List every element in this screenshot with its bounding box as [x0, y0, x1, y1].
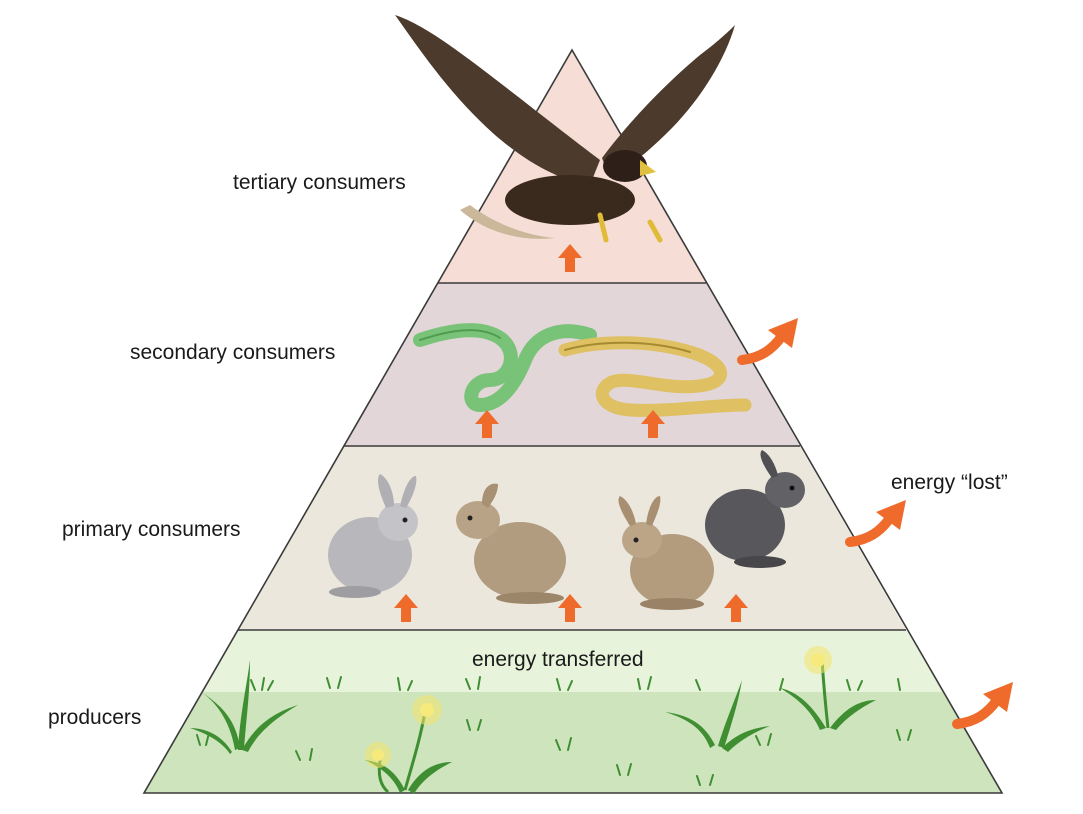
tier-producers-top-band: [202, 630, 942, 692]
rabbit-icon: [618, 496, 714, 610]
up-arrow-icon: [394, 594, 418, 622]
pyramid-outline: [142, 48, 1004, 794]
snake-icon: [413, 323, 597, 413]
label-tertiary-consumers: tertiary consumers: [233, 171, 406, 194]
snake-icon: [558, 336, 752, 417]
label-energy-transferred: energy transferred: [472, 648, 644, 671]
label-energy-lost: energy “lost”: [891, 471, 1008, 494]
grass-field: [196, 676, 912, 786]
up-arrow-icon: [641, 410, 665, 438]
up-arrow-icon: [724, 594, 748, 622]
label-primary-consumers: primary consumers: [62, 518, 241, 541]
up-arrow-icon: [558, 244, 582, 272]
label-secondary-consumers: secondary consumers: [130, 341, 336, 364]
plant-icon: [665, 680, 770, 752]
rabbit-icon: [456, 483, 566, 604]
rabbit-icon: [705, 450, 805, 568]
up-arrow-icon: [558, 594, 582, 622]
label-producers: producers: [48, 706, 142, 729]
rabbit-icon: [328, 474, 418, 598]
plant-icon: [190, 660, 298, 754]
curved-arrow-icon: [845, 500, 906, 547]
energy-lost-arrows: [737, 318, 1013, 729]
eagle-icon: [395, 15, 735, 243]
curved-arrow-icon: [737, 318, 798, 365]
up-arrow-icon: [475, 410, 499, 438]
plant-icon: [780, 646, 876, 730]
plant-icon: [365, 695, 452, 794]
tier-secondary: [344, 283, 800, 446]
energy-transfer-arrows: [394, 244, 748, 622]
curved-arrow-icon: [952, 682, 1013, 729]
